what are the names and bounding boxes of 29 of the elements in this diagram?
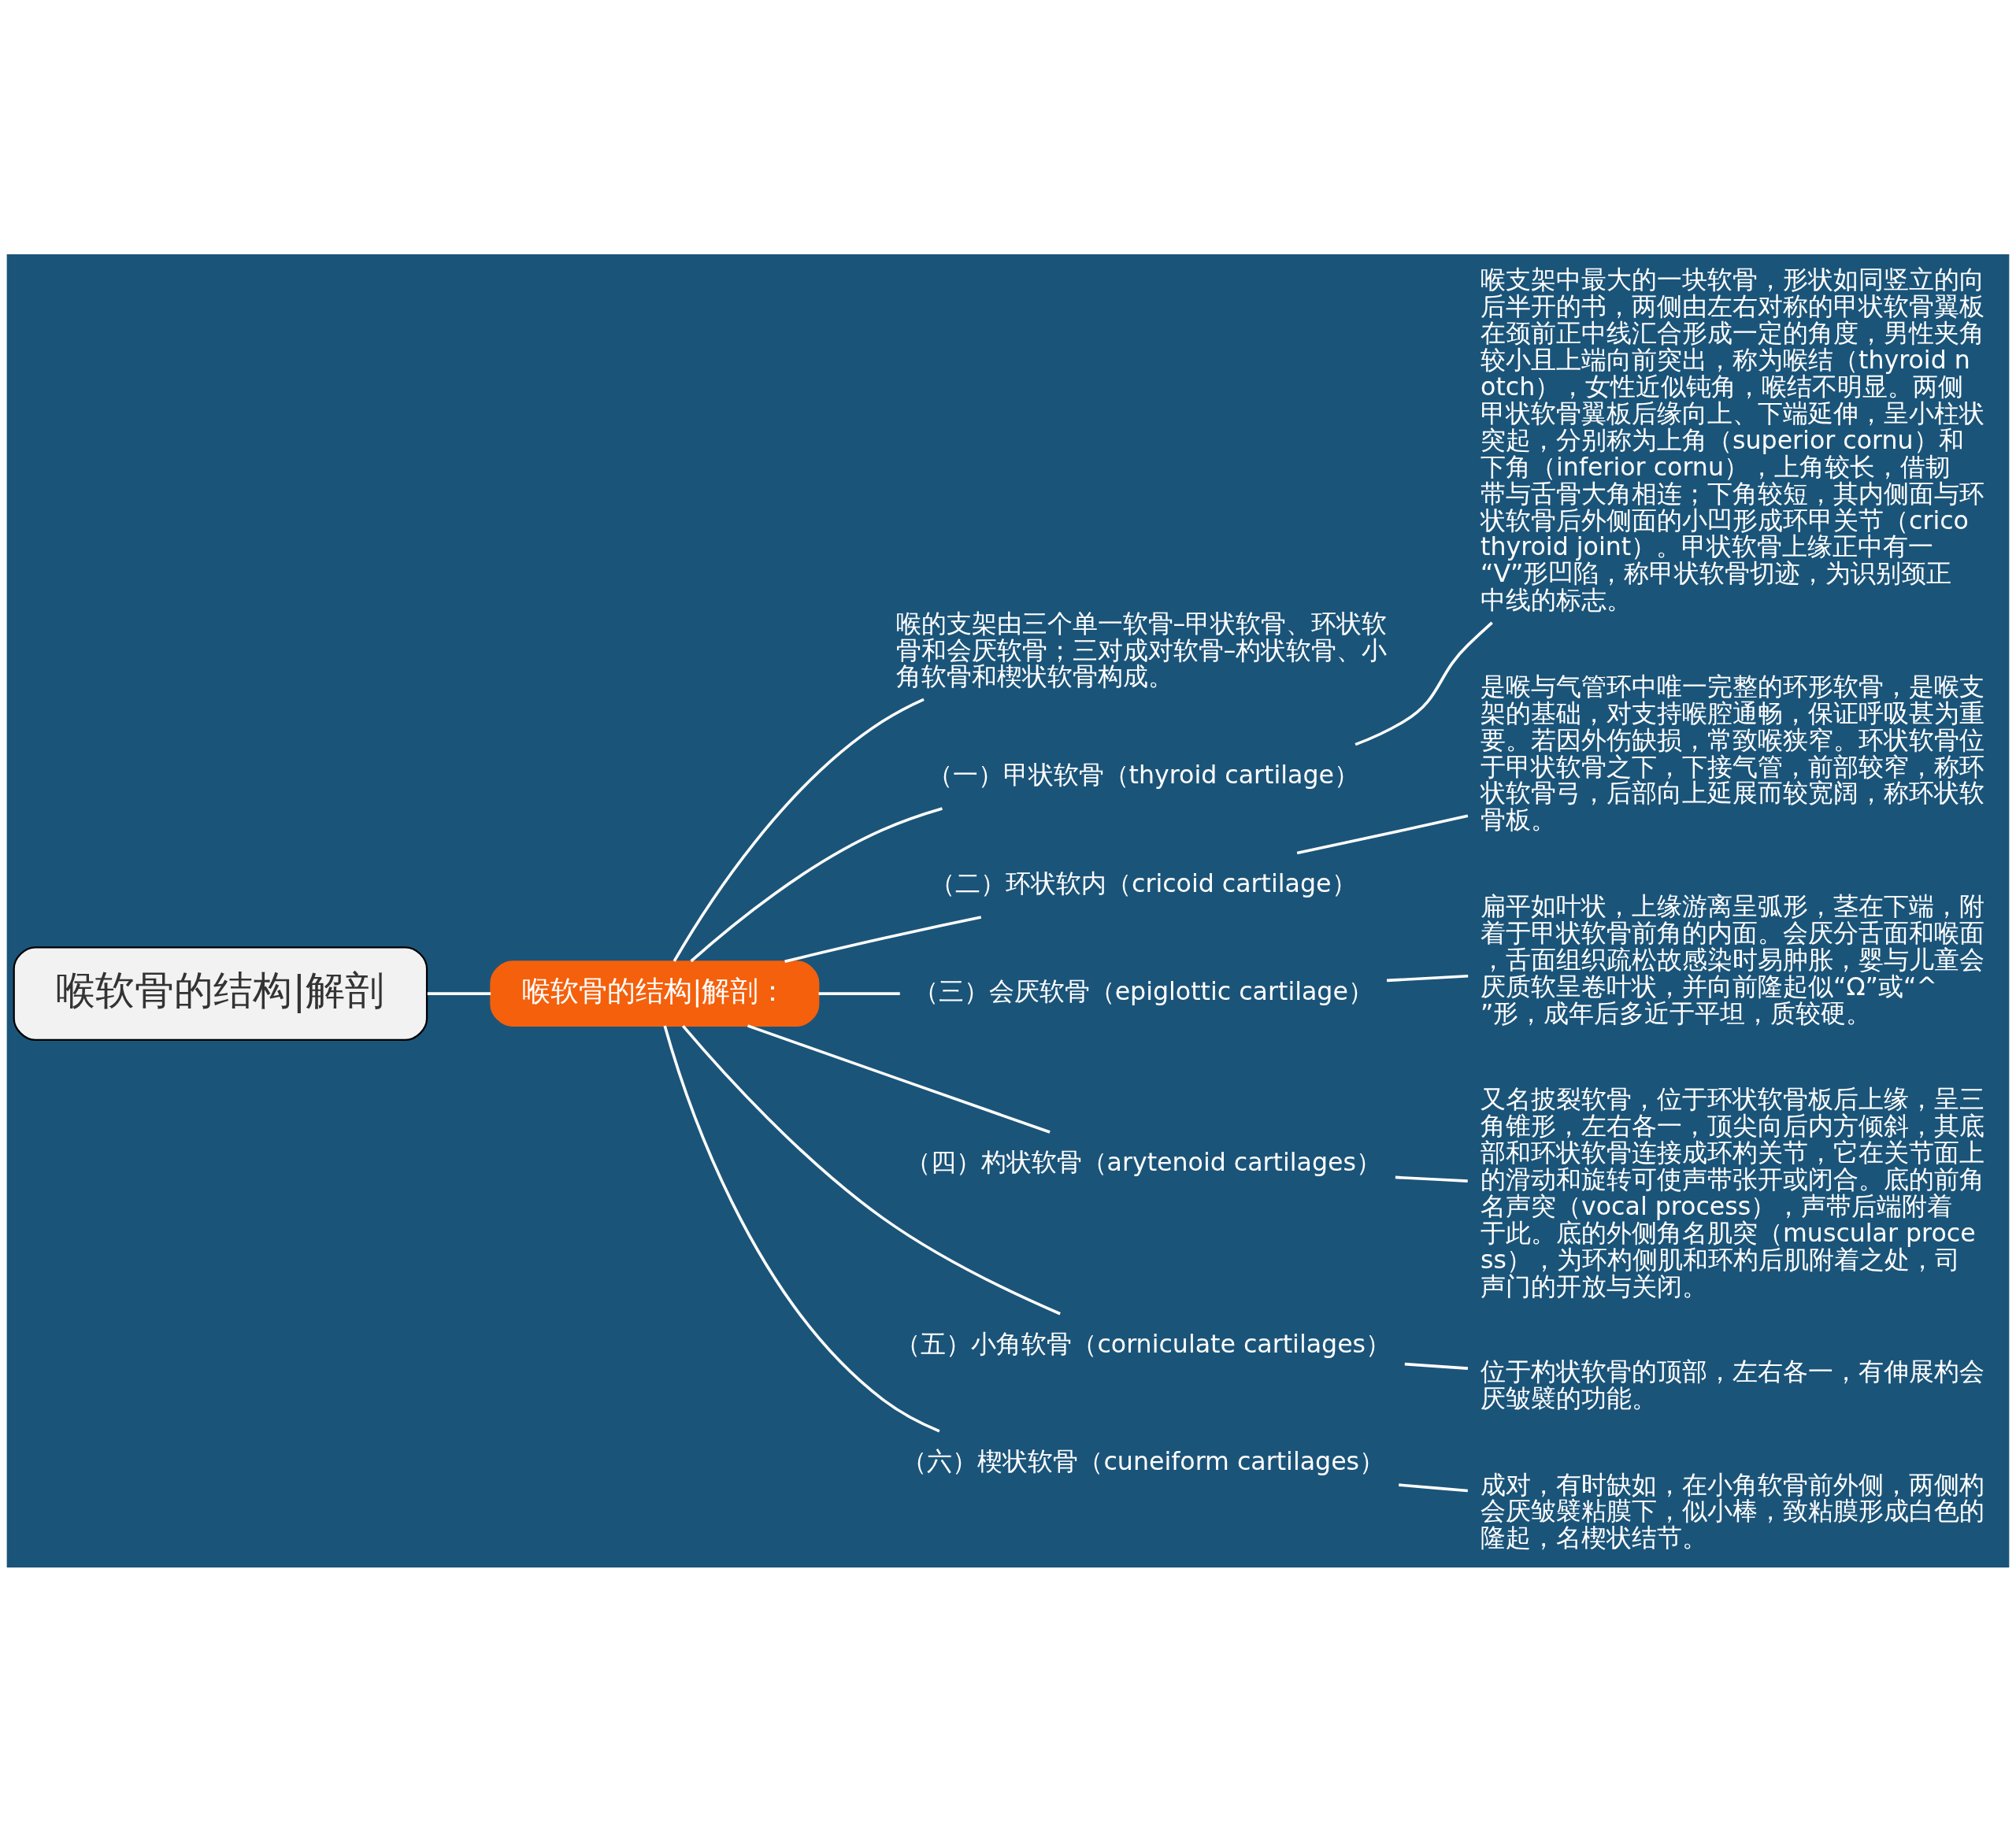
node-text: 成对，有时缺如，在小角软骨前外侧，两侧杓会厌皱襞粘膜下，似小棒，致粘膜形成白色的隆起，名楔状结节。 — [1480, 1470, 1985, 1552]
connector — [1399, 1482, 1468, 1492]
connector — [747, 1023, 1051, 1134]
connector — [1387, 974, 1469, 982]
connector — [690, 806, 943, 962]
connector — [1404, 1362, 1469, 1370]
node-text: 位于杓状软骨的顶部，左右各一，有伸展杓会厌皱襞的功能。 — [1480, 1356, 1985, 1412]
connector — [663, 1024, 940, 1432]
node-text: 是喉与气管环中唯一完整的环形软骨，是喉支架的基础，对支持喉腔通畅，保证呼吸甚为重要。若因外伤缺损，常致喉狭窄。环状软骨位于甲状软骨之下，下接气管，前部较窄，称环状软骨弓，后部向上延展而较宽阔，称环状软骨板。 — [1480, 672, 1985, 834]
connector — [1354, 621, 1493, 746]
node-text: 喉的支架由三个单一软骨–甲状软骨、环状软骨和会厌软骨；三对成对软骨–杓状软骨、小角软骨和楔状软骨构成。 — [895, 609, 1388, 690]
connector — [1395, 1175, 1468, 1183]
node-text: 喉支架中最大的一块软骨，形状如同竖立的向后半开的书，两侧由左右对称的甲状软骨翼板在颈前正中线汇合形成一定的角度，男性夹角较小且上端向前突出，称为喉结（thyroid notch），女性近似钝角，喉结不明显。两侧甲状软骨翼板后缘向上、下端延伸，呈小柱状突起，分别称为上角（superior cornu）和下角（inferior cornu），上角较长，借韧带与舌骨大角相连；下角较短，其内侧面与环状软骨后外侧面的小凹形成环甲关节（cricothyroid joint）。甲状软骨上缘正中有一“V”形凹陷，称甲状软骨切迹，为识别颈正中线的标志。 — [1480, 265, 1985, 614]
connector — [427, 991, 491, 995]
node-text: （一）甲状软骨（thyroid cartilage） — [927, 760, 1359, 789]
node-text: （三）会厌软骨（epiglottic cartilage） — [913, 976, 1373, 1005]
connector — [1296, 813, 1469, 854]
node-text: （五）小角软骨（corniculate cartilages） — [895, 1329, 1392, 1358]
connector — [681, 1024, 1061, 1315]
node-text: （二）环状软内（cricoid cartilage） — [930, 868, 1357, 898]
connector — [784, 915, 982, 963]
connector — [673, 698, 925, 962]
node-text: 又名披裂软骨，位于环状软骨板后上缘，呈三角锥形，左右各一，顶尖向后内方倾斜，其底部和环状软骨连接成环杓关节，它在关节面上的滑动和旋转可使声带张开或闭合。底的前角名声突（vocal process），声带后端附着于此。底的外侧角名肌突（muscular process），为环杓侧肌和环杓后肌附着之处，司声门的开放与关闭。 — [1480, 1084, 1985, 1301]
node-text: （六）楔状软骨（cuneiform cartilages） — [902, 1446, 1385, 1475]
node-text: （四）杓状软骨（arytenoid cartilages） — [905, 1147, 1381, 1176]
connector — [818, 991, 900, 995]
node-box: 喉软骨的结构|解剖 — [13, 946, 428, 1041]
node-box: 喉软骨的结构|解剖： — [490, 960, 820, 1027]
node-text: 扁平如叶状，上缘游离呈弧形，茎在下端，附着于甲状软骨前角的内面。会厌分舌面和喉面，舌面组织疏松故感染时易肿胀，婴与儿童会厌质软呈卷叶状，并向前隆起似“Ω”或“^”形，成年后多近于平坦，质较硬。 — [1480, 891, 1985, 1027]
